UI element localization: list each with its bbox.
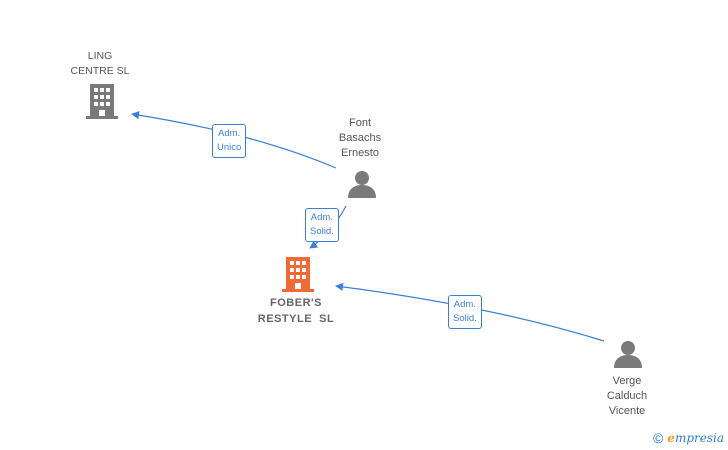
node-fobers-line1: FOBER'S [270,297,322,309]
node-fobers-label: FOBER'S RESTYLE SL [236,295,356,327]
brand-name-rest: mpresia [674,431,724,445]
node-font-basachs-label: Font Basachs Ernesto [320,116,400,161]
node-font-basachs-line2: Basachs [338,132,382,144]
relation-badge-line1: Adm. [218,128,241,139]
person-icon[interactable] [348,170,376,198]
empresia-logo[interactable]: © empresia [653,430,724,446]
node-ling-centre-line1: LING [87,50,113,62]
relation-badge-line1: Adm. [310,212,333,223]
building-icon[interactable] [86,83,118,119]
node-verge-calduch-line1: Verge [612,375,642,387]
relation-badge-line2: Unico [217,142,242,153]
node-verge-calduch-line3: Vicente [608,405,646,417]
node-ling-centre-line2: CENTRE SL [70,65,130,77]
node-font-basachs-line1: Font [348,117,371,129]
node-ling-centre-label: LING CENTRE SL [60,49,140,79]
brand-name: empresia [667,430,724,446]
relation-badge-font-to-fobers[interactable]: Adm. Solid. [305,208,339,242]
brand-name-initial: e [667,431,675,445]
relation-badge-line2: Solid. [310,226,334,237]
copyright-icon: © [652,430,664,446]
relation-badge-line2: Solid. [453,313,477,324]
relation-badge-verge-to-fobers[interactable]: Adm. Solid. [448,295,482,329]
node-fobers-line2: RESTYLE SL [257,313,335,325]
building-icon[interactable] [282,256,314,292]
node-verge-calduch-line2: Calduch [606,390,648,402]
node-verge-calduch-label: Verge Calduch Vicente [587,374,667,419]
person-icon[interactable] [614,340,642,368]
relation-badge-font-to-ling[interactable]: Adm. Unico [212,124,247,158]
relation-badge-line1: Adm. [453,299,476,310]
node-font-basachs-line3: Ernesto [341,147,379,159]
